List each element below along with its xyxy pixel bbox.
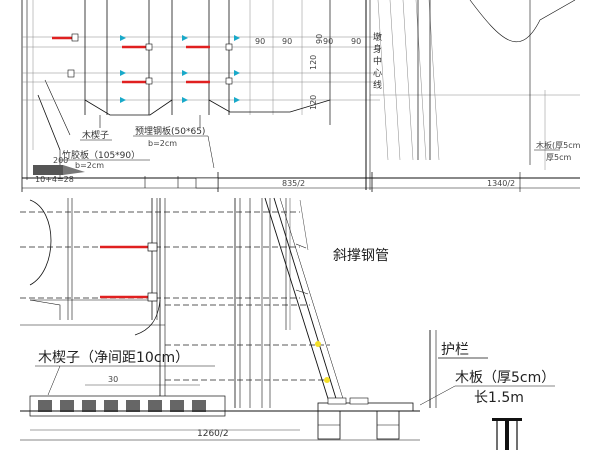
left-mark-200: 200 [53, 156, 68, 165]
bottom-panel: 斜撑钢管 木楔子（净间距10cm） 30 护栏 木板（厚5cm） 长1.5m [20, 197, 555, 450]
wood-wedge-label: 木楔子 [82, 129, 109, 141]
bamboo-board-label: 竹胶板（105*90） [62, 149, 140, 161]
left-small-dim: 10+4=28 [35, 175, 74, 184]
board-length-label: 长1.5m [474, 390, 524, 406]
brace-pipe-label: 斜撑钢管 [333, 248, 389, 264]
dim-1340: 1340/2 [487, 179, 515, 188]
railing-label: 护栏 [441, 342, 469, 358]
pier-centerline-label: 墩身中心线 [373, 31, 382, 91]
dim-1260: 1260/2 [197, 429, 229, 439]
dim-90-a: 90 [255, 37, 265, 46]
bamboo-spacing-label: b=2cm [75, 161, 104, 170]
dim-120-b: 120 [309, 95, 318, 110]
dim-835: 835/2 [282, 179, 305, 188]
wedge-row [29, 395, 226, 417]
wedge-gap-label: 木楔子（净间距10cm） [38, 350, 189, 366]
steel-plate-label: 预埋钢板(50*65) [135, 125, 205, 137]
wood-board-label: 木板(厚5cm [536, 140, 581, 150]
wedge-dim: 30 [108, 375, 118, 384]
dim-90-c: 90 [315, 34, 324, 44]
dim-90-d: 90 [323, 37, 333, 46]
dim-90-b: 90 [282, 37, 292, 46]
board-thickness-label: 木板（厚5cm） [455, 370, 555, 386]
vertical-label-text: 墩身中心线 [373, 31, 382, 91]
steel-spacing-label: b=2cm [148, 139, 177, 148]
top-panel: 90 90 90 90 90 120 120 墩身中心线 木楔子 竹胶板（105… [21, 0, 581, 192]
dim-120-a: 120 [309, 55, 318, 70]
wood-board-thick: 厚5cm [546, 153, 571, 162]
dim-90-e: 90 [351, 37, 361, 46]
